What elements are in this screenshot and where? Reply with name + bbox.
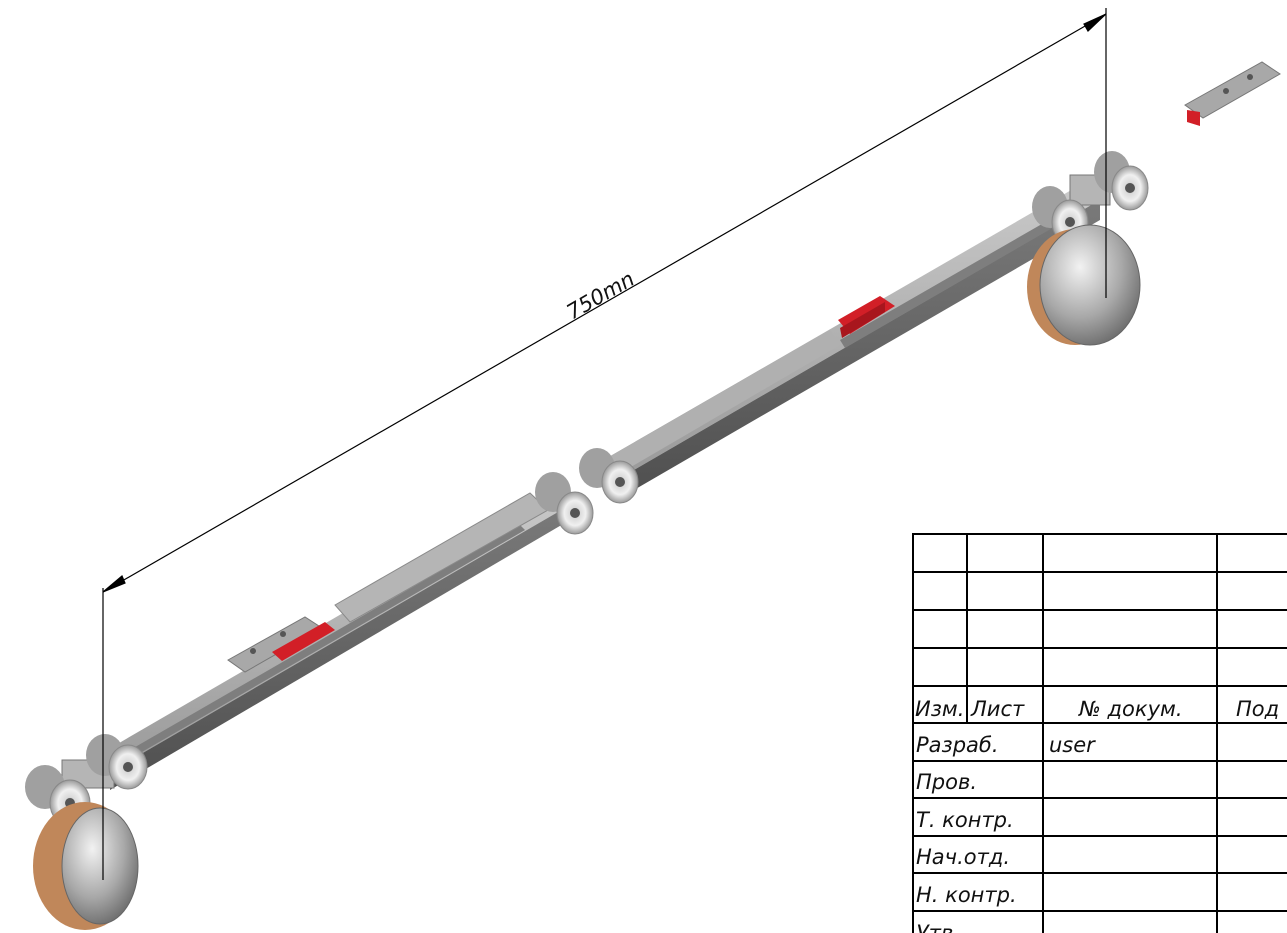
row-label-utv: Утв. [916, 921, 960, 933]
row-value-razrab: user [1049, 733, 1096, 757]
row-label-nachotd: Нач.отд. [916, 845, 1010, 869]
rail-segment-upper [600, 185, 1100, 498]
stopper-loose [1184, 61, 1281, 126]
arrowhead-icon [1083, 13, 1107, 32]
arrowhead-icon [102, 575, 126, 593]
carriage-right [1027, 151, 1149, 346]
dimension-arrow-line [102, 13, 1107, 593]
header-podp: Под [1236, 697, 1279, 721]
header-list: Лист [970, 697, 1025, 721]
middle-roller-left [535, 472, 594, 535]
middle-roller-right [579, 448, 639, 504]
screw-hole-icon [1223, 88, 1229, 94]
rail-assembly [25, 61, 1281, 930]
rail-segment-lower [95, 490, 570, 790]
screw-hole-icon [250, 648, 256, 654]
row-label-nkontr: Н. контр. [916, 883, 1017, 907]
dimension-line [102, 8, 1107, 880]
dimension-label: 750mn [563, 267, 639, 325]
stopper-lower [227, 616, 335, 673]
row-label-prov: Пров. [916, 770, 977, 794]
carriage-left [25, 734, 148, 930]
screw-hole-icon [280, 631, 286, 637]
header-izm: Изм. [915, 697, 964, 721]
header-doc-no: № докум. [1078, 697, 1183, 721]
stopper-upper [838, 296, 895, 338]
title-block [912, 533, 1287, 933]
row-label-tkontr: Т. контр. [916, 808, 1014, 832]
row-label-razrab: Разраб. [916, 733, 999, 757]
screw-hole-icon [1247, 74, 1253, 80]
